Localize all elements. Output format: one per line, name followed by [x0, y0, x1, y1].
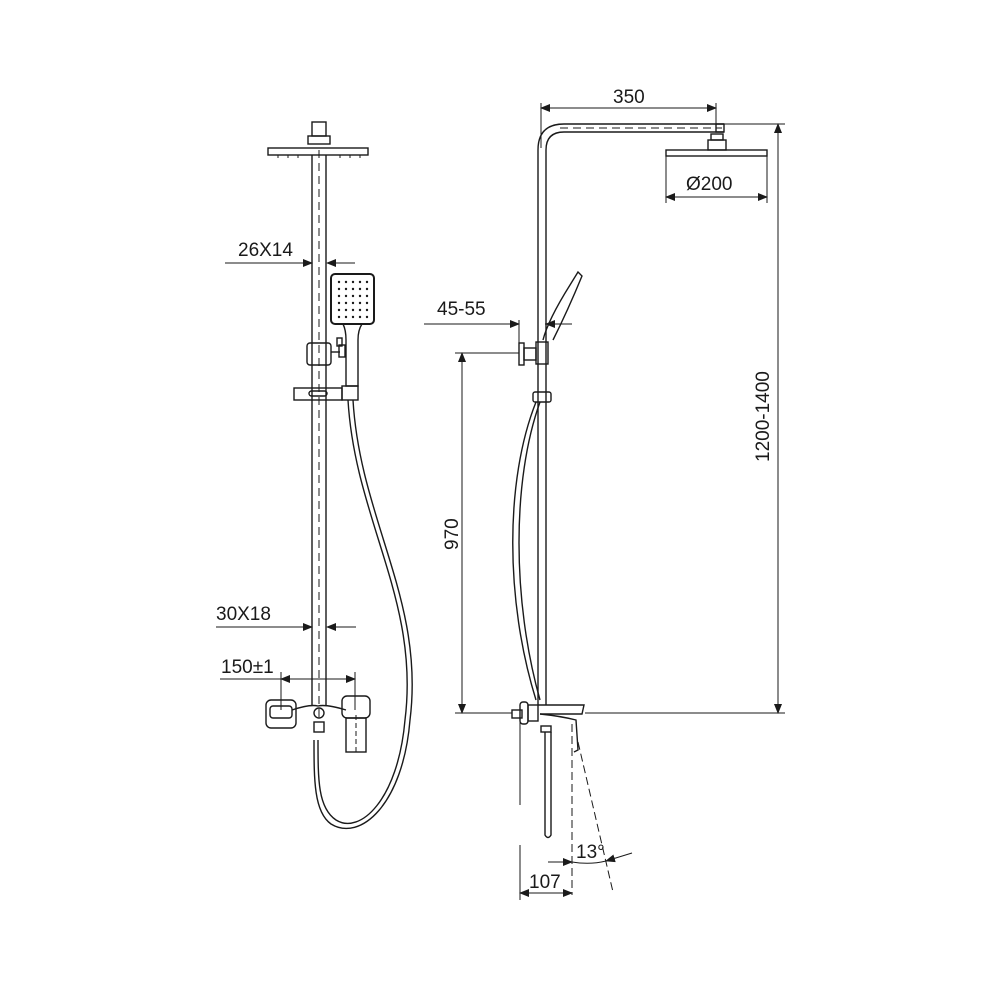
side-spout: [538, 704, 585, 715]
dim-spout-angle: 13°: [576, 842, 605, 863]
dim-wall-offset: 45-55: [437, 299, 486, 320]
wall-bracket: [518, 342, 525, 366]
dim-bracket-height: 970: [442, 518, 463, 550]
side-riser: [537, 123, 724, 705]
dim-mixer-centers: 150±1: [221, 657, 274, 678]
dim-upper-rail-section: 26X14: [238, 240, 293, 261]
slide-bracket: [306, 342, 332, 366]
dim-head-diameter: Ø200: [686, 174, 733, 195]
dim-arm-reach: 350: [613, 87, 645, 108]
rain-shower-head: [267, 147, 369, 156]
front-view-dimensions: [216, 259, 356, 710]
holder-bracket: [293, 387, 343, 401]
shower-hose: [317, 399, 408, 825]
mixer-right-body: [341, 695, 371, 719]
dim-spout-projection: 107: [529, 872, 561, 893]
dim-total-height: 1200-1400: [753, 371, 774, 462]
spray-nozzles: [337, 280, 369, 319]
side-view: [511, 123, 768, 895]
hand-shower-head: [330, 273, 375, 325]
side-rain-head: [665, 149, 768, 157]
ceiling-connector: [311, 121, 327, 137]
side-hose-tail: [544, 732, 552, 839]
diverter: [313, 707, 325, 719]
dim-lower-rail-section: 30X18: [216, 604, 271, 625]
side-view-dimensions: [424, 103, 785, 900]
front-view: [265, 121, 413, 830]
side-hand-shower: [542, 270, 583, 341]
